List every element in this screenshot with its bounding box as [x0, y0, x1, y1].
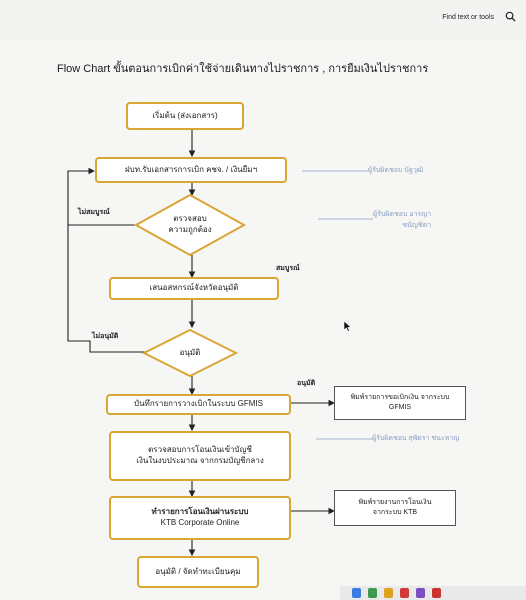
decision-approve-text: อนุมัติ — [160, 347, 220, 358]
decision-check-diamond — [133, 193, 247, 257]
decision-approve-line: อนุมัติ — [179, 348, 201, 357]
taskbar — [340, 586, 526, 600]
taskbar-app-icon[interactable] — [400, 588, 409, 598]
step-transfer-line2: KTB Corporate Online — [160, 518, 240, 527]
taskbar-app-icon[interactable] — [368, 588, 377, 598]
taskbar-app-icon[interactable] — [432, 588, 441, 598]
step-final: อนุมัติ / จัดทำทะเบียนคุม — [137, 556, 259, 588]
step-verify-line1: ตรวจสอบการโอนเงินเข้าบัญชี — [148, 445, 252, 455]
decision-check-line2: ความถูกต้อง — [168, 225, 212, 235]
decision-check-text: ตรวจสอบ ความถูกต้อง — [150, 213, 230, 235]
side-print-request-line2: GFMIS — [388, 404, 412, 411]
step-receive-text: ฝบท.รับเอกสารการเบิก คชจ. / เงินยืมฯ — [124, 164, 258, 174]
responsible-2-line1: ผู้รับผิดชอบ อารญา — [373, 211, 432, 218]
step-propose: เสนอสหกรณ์จังหวัดอนุมัติ — [109, 277, 279, 300]
step-propose-text: เสนอสหกรณ์จังหวัดอนุมัติ — [149, 283, 239, 293]
decision-check-line1: ตรวจสอบ — [173, 214, 207, 223]
side-print-request: พิมพ์รายการขอเบิกเงิน จากระบบ GFMIS — [334, 386, 466, 420]
taskbar-app-icon[interactable] — [384, 588, 393, 598]
step-transfer-ktb: ทำรายการโอนเงินผ่านระบบ KTB Corporate On… — [109, 496, 291, 540]
step-verify-transfer: ตรวจสอบการโอนเงินเข้าบัญชี เงินในงบประมา… — [109, 431, 291, 481]
taskbar-app-icon[interactable] — [416, 588, 425, 598]
search-icon[interactable] — [505, 11, 516, 22]
label-complete: สมบูรณ์ — [276, 265, 300, 272]
side-print-transfer: พิมพ์รายงานการโอนเงิน จากระบบ KTB — [334, 490, 456, 526]
decision-approve-diamond — [141, 328, 239, 378]
mouse-cursor-icon — [344, 321, 352, 332]
step-record-gfmis-text: บันทึกรายการวางเบิกในระบบ GFMIS — [134, 399, 263, 409]
responsible-3: ผู้รับผิดชอบ สุพัตรา ชนะหาญ — [372, 435, 460, 442]
pdf-toolbar: Find text or tools — [0, 0, 526, 40]
taskbar-app-icon[interactable] — [352, 588, 361, 598]
side-print-transfer-line1: พิมพ์รายงานการโอนเงิน — [358, 498, 432, 506]
label-incomplete: ไม่สมบูรณ์ — [78, 209, 110, 216]
find-text-button[interactable]: Find text or tools — [442, 14, 494, 21]
step-start-text: เริ่มต้น (ส่งเอกสาร) — [152, 110, 218, 120]
responsible-2-line2: ชนัญชิดา — [402, 222, 432, 230]
step-verify-line2: เงินในงบประมาณ จากกรมบัญชีกลาง — [136, 456, 264, 465]
step-transfer-line1: ทำรายการโอนเงินผ่านระบบ — [151, 507, 249, 517]
side-print-request-line1: พิมพ์รายการขอเบิกเงิน จากระบบ — [350, 393, 450, 401]
label-not-approved: ไม่อนุมัติ — [92, 333, 119, 340]
label-approved: อนุมัติ — [297, 380, 316, 387]
step-start: เริ่มต้น (ส่งเอกสาร) — [126, 102, 244, 130]
document-title: Flow Chart ขั้นตอนการเบิกค่าใช้จ่ายเดินท… — [57, 63, 429, 75]
side-print-transfer-line2: จากระบบ KTB — [372, 509, 418, 516]
step-receive: ฝบท.รับเอกสารการเบิก คชจ. / เงินยืมฯ — [95, 157, 287, 183]
step-final-text: อนุมัติ / จัดทำทะเบียนคุม — [155, 566, 241, 576]
step-record-gfmis: บันทึกรายการวางเบิกในระบบ GFMIS — [106, 394, 291, 415]
responsible-1: ผู้รับผิดชอบ นัฐวุฒิ — [368, 167, 424, 174]
responsible-2: ผู้รับผิดชอบ อารญา ชนัญชิดา — [373, 209, 431, 231]
